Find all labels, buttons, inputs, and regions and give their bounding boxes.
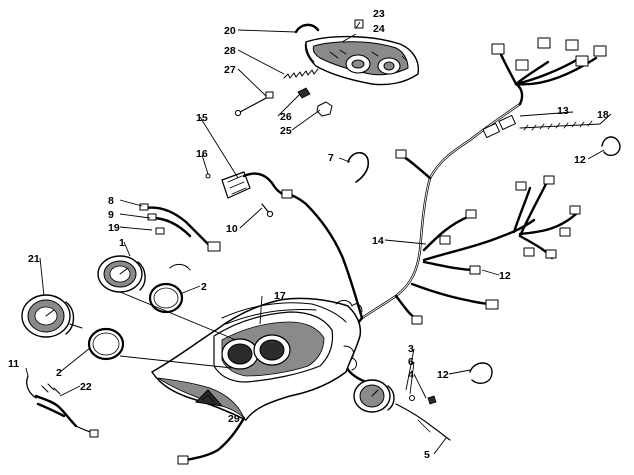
- label-part-2-lower: 2: [56, 367, 62, 379]
- voltage-regulator: [205, 171, 293, 218]
- leader-lines: [25, 21, 612, 455]
- gauge-tachometer: [97, 255, 146, 293]
- part-labels: 20 23 24 28 27 26 25 15 16 7 13 18 12 14…: [8, 8, 609, 461]
- label-part-12-mid: 12: [499, 270, 511, 282]
- label-part-8: 8: [108, 195, 114, 207]
- label-part-3: 3: [408, 343, 414, 355]
- label-part-5: 5: [424, 449, 430, 461]
- label-part-26: 26: [280, 111, 292, 123]
- label-part-14: 14: [372, 235, 384, 247]
- label-part-21: 21: [28, 253, 40, 265]
- bezel-ring-upper: [148, 282, 184, 314]
- label-part-15: 15: [196, 112, 208, 124]
- label-part-19: 19: [108, 222, 120, 234]
- label-part-24: 24: [373, 23, 385, 35]
- label-part-23: 23: [373, 8, 385, 20]
- gauge-temperature: [353, 379, 451, 441]
- switch-assembly: [26, 375, 99, 438]
- label-part-12-top: 12: [574, 154, 586, 166]
- label-part-7: 7: [328, 152, 334, 164]
- label-part-16: 16: [196, 148, 208, 160]
- label-part-11: 11: [8, 358, 19, 370]
- headlight-assembly: [234, 19, 420, 117]
- label-part-10: 10: [226, 223, 238, 235]
- label-part-18: 18: [597, 109, 609, 121]
- label-part-12-bottom: 12: [437, 369, 449, 381]
- instrument-console: [151, 297, 363, 465]
- label-part-17: 17: [274, 290, 286, 302]
- label-part-2-upper: 2: [201, 281, 207, 293]
- label-part-9: 9: [108, 209, 114, 221]
- label-part-28: 28: [224, 45, 236, 57]
- label-part-22: 22: [80, 381, 92, 393]
- wiring-harness: [280, 37, 607, 384]
- label-part-20: 20: [224, 25, 236, 37]
- gauge-speedometer: [21, 294, 83, 338]
- label-part-29: 29: [228, 413, 240, 425]
- label-part-4: 4: [408, 369, 414, 381]
- label-part-1: 1: [119, 237, 125, 249]
- gauge-sub-harness: [139, 203, 221, 271]
- bezel-ring-lower: [87, 327, 125, 361]
- label-part-13: 13: [557, 105, 569, 117]
- label-part-25: 25: [280, 125, 292, 137]
- label-part-6: 6: [408, 356, 414, 368]
- sleeve-and-clamps: [347, 120, 621, 384]
- label-part-27: 27: [224, 64, 236, 76]
